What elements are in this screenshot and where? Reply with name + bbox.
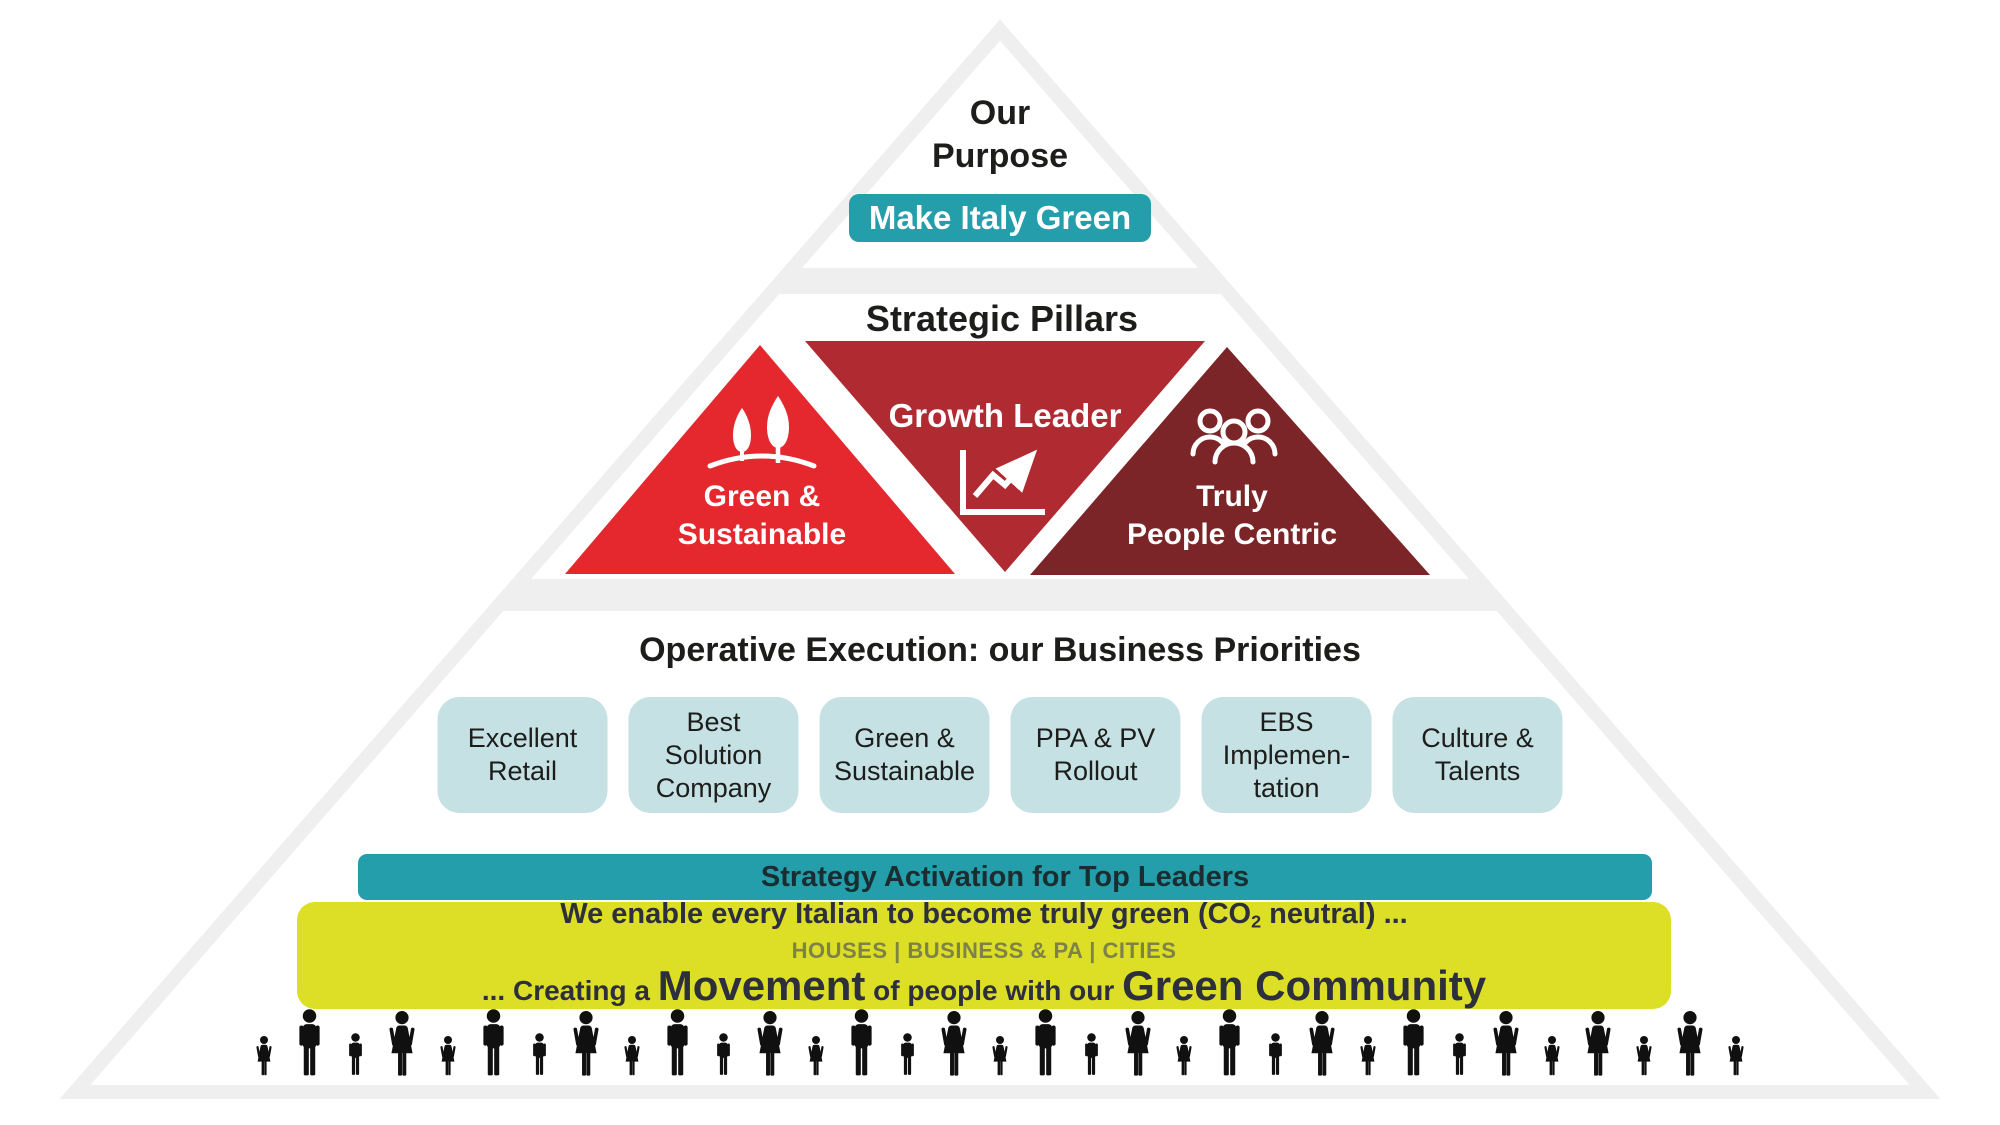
person-figure-boy [901, 1033, 914, 1075]
person-figure-woman [757, 1011, 783, 1076]
priority-box-best-solution-company: Best Solution Company [628, 697, 799, 813]
pyramid-edge [59, 19, 1941, 1099]
person-figure-woman [1677, 1011, 1703, 1076]
priority-box-excellent-retail: Excellent Retail [437, 697, 608, 813]
business-priorities-row: Excellent Retail Best Solution Company G… [437, 697, 1563, 813]
person-figure-boy [717, 1033, 730, 1075]
people-figures [256, 1009, 1744, 1076]
people-group-icon [1190, 408, 1278, 465]
growth-chart-icon [960, 449, 1045, 515]
section-divider-middle [494, 579, 1506, 611]
person-figure-girl [256, 1036, 272, 1076]
person-figure-girl [1636, 1036, 1652, 1076]
person-figure-boy [533, 1033, 546, 1075]
priority-box-culture-talents: Culture & Talents [1392, 697, 1563, 813]
community-line3: ... Creating a Movement of people with o… [481, 961, 1487, 1013]
person-figure-man [851, 1009, 872, 1076]
community-line1-suffix: neutral) ... [1261, 898, 1408, 931]
priority-box-green-sustainable: Green & Sustainable [819, 697, 990, 813]
community-normal-text: of people with our [865, 974, 1123, 1006]
person-figure-boy [1453, 1033, 1466, 1075]
person-figure-girl [1728, 1036, 1744, 1076]
person-figure-man [1219, 1009, 1240, 1076]
person-figure-girl [992, 1036, 1008, 1076]
people-row [256, 1009, 1744, 1076]
person-figure-man [483, 1009, 504, 1076]
pillar-label-green-sustainable: Green & Sustainable [677, 480, 847, 551]
pillars-graphic [565, 341, 1430, 575]
purpose-heading: Our Purpose [931, 94, 1069, 175]
person-figure-woman [573, 1011, 599, 1076]
community-bar: We enable every Italian to become truly … [297, 898, 1671, 1009]
person-figure-woman [389, 1011, 415, 1076]
person-figure-girl [1360, 1036, 1376, 1076]
priority-box-ppa-pv-rollout: PPA & PV Rollout [1010, 697, 1181, 813]
community-line1: We enable every Italian to become truly … [560, 898, 1408, 937]
person-figure-man [1035, 1009, 1056, 1076]
community-emphasis-text: Movement [657, 961, 866, 1009]
execution-heading: Operative Execution: our Business Priori… [639, 631, 1361, 669]
pillar-label-truly-people-centric: Truly People Centric [1126, 480, 1338, 551]
person-figure-boy [1269, 1033, 1282, 1075]
community-line1-prefix: We enable every Italian to become truly … [560, 898, 1252, 931]
section-divider-top [770, 268, 1230, 294]
person-figure-girl [1176, 1036, 1192, 1076]
activation-bar: Strategy Activation for Top Leaders [358, 854, 1652, 900]
community-normal-text: ... Creating a [481, 974, 658, 1006]
person-figure-boy [1085, 1033, 1098, 1075]
person-figure-boy [349, 1033, 362, 1075]
person-figure-man [299, 1009, 320, 1076]
person-figure-girl [440, 1036, 456, 1076]
pillar-green-sustainable-triangle [565, 345, 955, 574]
person-figure-girl [1544, 1036, 1560, 1076]
purpose-badge: Make Italy Green [849, 194, 1151, 242]
person-figure-woman [941, 1011, 967, 1076]
pillars-heading: Strategic Pillars [865, 298, 1139, 339]
person-figure-man [1403, 1009, 1424, 1076]
pillar-label-growth-leader: Growth Leader [888, 397, 1122, 434]
person-figure-woman [1125, 1011, 1151, 1076]
person-figure-woman [1585, 1011, 1611, 1076]
person-figure-girl [808, 1036, 824, 1076]
person-figure-woman [1309, 1011, 1335, 1076]
person-figure-man [667, 1009, 688, 1076]
community-segments: HOUSES | BUSINESS & PA | CITIES [791, 937, 1177, 963]
trees-icon [707, 396, 817, 469]
person-figure-woman [1493, 1011, 1519, 1076]
priority-box-ebs-implementation: EBS Implemen- tation [1201, 697, 1372, 813]
community-emphasis-text: Green Community [1122, 961, 1487, 1009]
co2-subscript: 2 [1251, 911, 1262, 932]
person-figure-girl [624, 1036, 640, 1076]
